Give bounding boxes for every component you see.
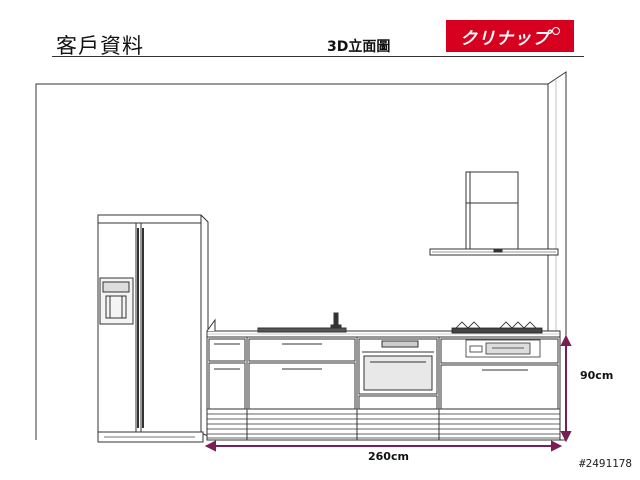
gas-hob-icon — [451, 321, 543, 334]
plinth — [207, 408, 560, 439]
height-dimension-label: 90cm — [580, 369, 614, 382]
oven-icon — [358, 338, 438, 410]
height-dimension-line — [560, 334, 572, 443]
width-dimension-label: 260cm — [368, 450, 409, 463]
elevation-subtitle: 3D立面圖 — [327, 39, 391, 55]
logo-text: クリナップ — [460, 28, 550, 49]
header-divider — [52, 56, 584, 57]
width-dimension-line — [204, 440, 563, 452]
range-hood-icon — [429, 171, 559, 256]
logo-circle-icon — [552, 27, 560, 35]
refrigerator-icon — [97, 214, 209, 443]
faucet-icon — [257, 312, 347, 333]
hob-control-panel — [465, 339, 541, 358]
page-title: 客戶資料 — [56, 34, 144, 58]
brand-logo: クリナップ — [446, 20, 574, 52]
drawing-number: #2491178 — [579, 457, 632, 470]
